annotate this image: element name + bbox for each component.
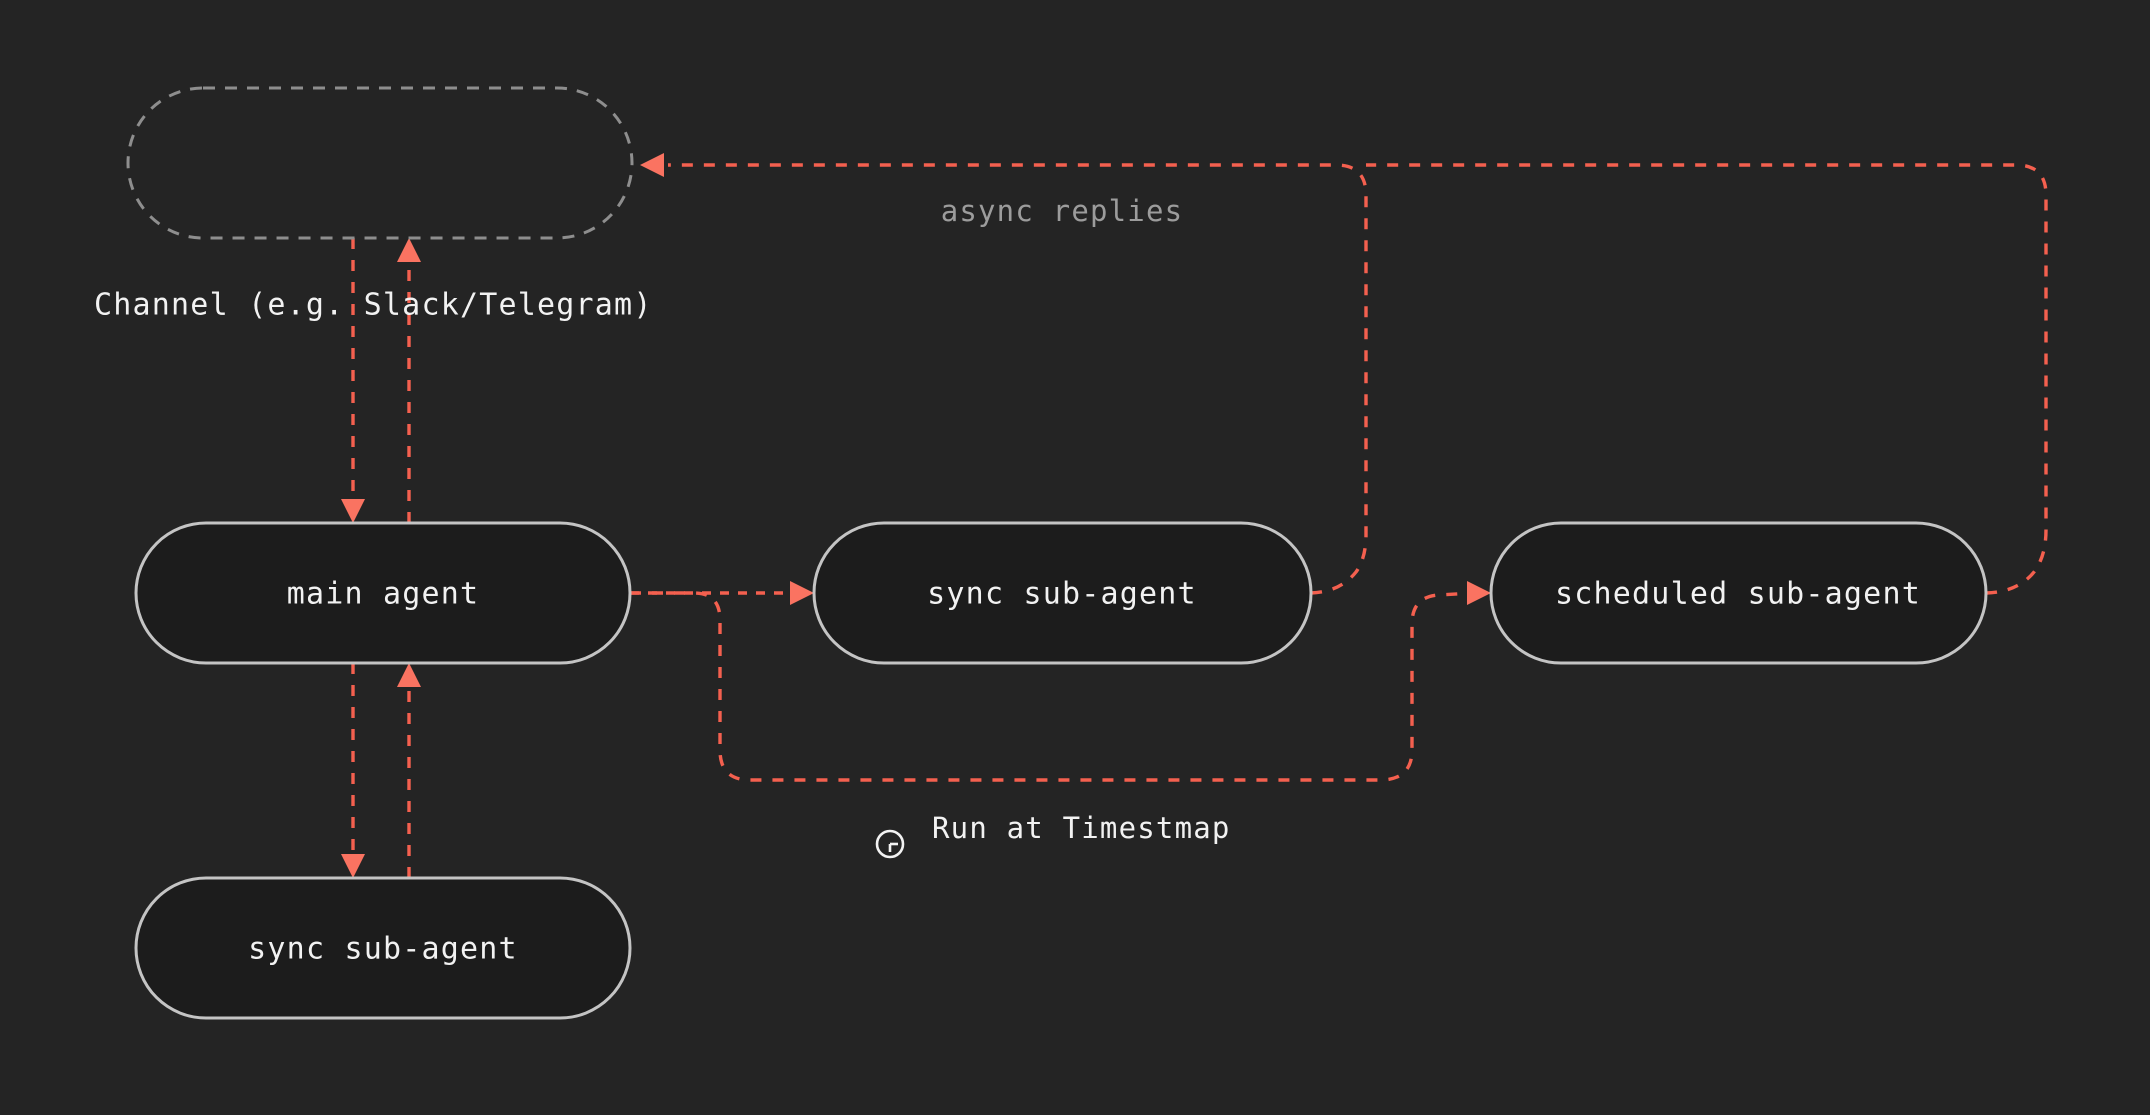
node-channel[interactable]: [126, 86, 634, 240]
node-main-agent-label: main agent: [287, 577, 480, 612]
node-sync-sub-agent-top-shape[interactable]: [812, 521, 1313, 665]
edges-layer: [341, 153, 2048, 878]
node-scheduled-sub-agent[interactable]: scheduled sub-agent: [1489, 521, 1988, 665]
clock-icon-face: [875, 829, 905, 859]
edge-label-async-replies: async replies: [941, 194, 1184, 228]
node-main-agent-shape[interactable]: [134, 521, 632, 665]
arrow-head-main-agent-to-sync-sub-agent-bottom: [341, 854, 365, 878]
arrow-head-main-agent-to-sync-sub-agent-top: [790, 581, 814, 605]
node-scheduled-sub-agent-label: scheduled sub-agent: [1555, 577, 1921, 612]
edge-label-run-at-timestamp: Run at Timestmap: [932, 811, 1231, 845]
node-channel-shape[interactable]: [126, 86, 634, 240]
node-sync-sub-agent-bottom-label: sync sub-agent: [248, 932, 518, 967]
node-sync-sub-agent-bottom[interactable]: sync sub-agent: [134, 876, 632, 1020]
edge-label-run-at-timestamp-group: Run at Timestmap: [875, 811, 1231, 859]
node-main-agent[interactable]: main agent: [134, 521, 632, 665]
node-sync-sub-agent-top-label: sync sub-agent: [927, 577, 1197, 612]
arrow-head-main-agent-to-channel: [397, 238, 421, 262]
edge-scheduled-sub-agent-to-channel: [1366, 163, 2048, 595]
arrow-head-sync-sub-agent-bottom-to-main-agent: [397, 663, 421, 687]
arrow-head-channel-to-main-agent: [341, 499, 365, 523]
channel-caption-label: Channel (e.g. Slack/Telegram): [94, 288, 653, 323]
edge-main-agent-to-scheduled-sub-agent: [630, 591, 1474, 782]
node-sync-sub-agent-bottom-shape[interactable]: [134, 876, 632, 1020]
node-scheduled-sub-agent-shape[interactable]: [1489, 521, 1988, 665]
clock-icon: [875, 829, 905, 859]
arrow-head-main-agent-to-scheduled-sub-agent: [1467, 581, 1491, 605]
arrow-head-sync-sub-agent-top-to-channel: [640, 153, 664, 177]
node-sync-sub-agent-top[interactable]: sync sub-agent: [812, 521, 1313, 665]
edge-sync-sub-agent-top-to-channel: [668, 163, 1368, 595]
